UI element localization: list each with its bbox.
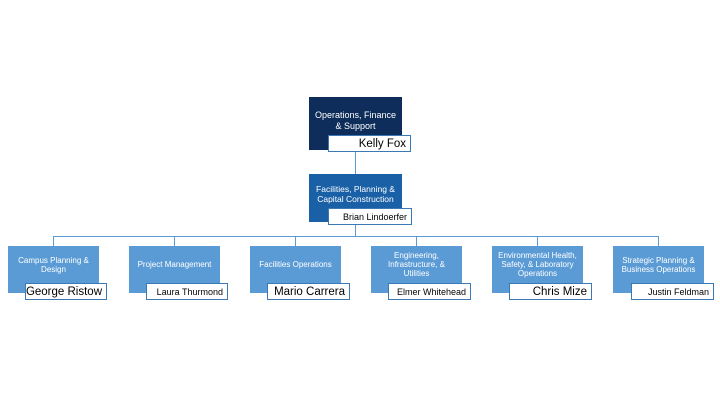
connector-horizontal-bus [53, 236, 659, 237]
org-node-person-name: Elmer Whitehead [388, 283, 471, 300]
org-node-person-name: Brian Lindoerfer [328, 208, 412, 225]
org-node-person-name: Mario Carrera [267, 283, 350, 300]
org-node-title: Facilities Operations [259, 260, 332, 270]
connector-root-to-manager [355, 150, 356, 174]
org-node-person-name: George Ristow [25, 283, 107, 300]
org-node-title: Campus Planning & Design [18, 255, 89, 274]
connector-unit-6 [658, 236, 659, 246]
connector-unit-3 [295, 236, 296, 246]
org-node-person-name: Chris Mize [509, 283, 592, 300]
org-node-title: Engineering, Infrastructure, & Utilities [388, 251, 445, 278]
org-node-title: Environmental Health, Safety, & Laborato… [498, 251, 577, 278]
connector-unit-5 [537, 236, 538, 246]
connector-manager-to-bus [355, 222, 356, 236]
org-node-title: Operations, Finance & Support [314, 110, 397, 131]
org-node-person-name: Kelly Fox [328, 135, 411, 152]
connector-unit-2 [174, 236, 175, 246]
org-node-title: Facilities, Planning & Capital Construct… [316, 184, 395, 204]
connector-unit-1 [53, 236, 54, 246]
connector-unit-4 [416, 236, 417, 246]
org-node-person-name: Justin Feldman [631, 283, 714, 300]
org-node-person-name: Laura Thurmond [146, 283, 228, 300]
org-node-title: Strategic Planning & Business Operations [621, 255, 696, 274]
org-node-title: Project Management [137, 260, 212, 270]
